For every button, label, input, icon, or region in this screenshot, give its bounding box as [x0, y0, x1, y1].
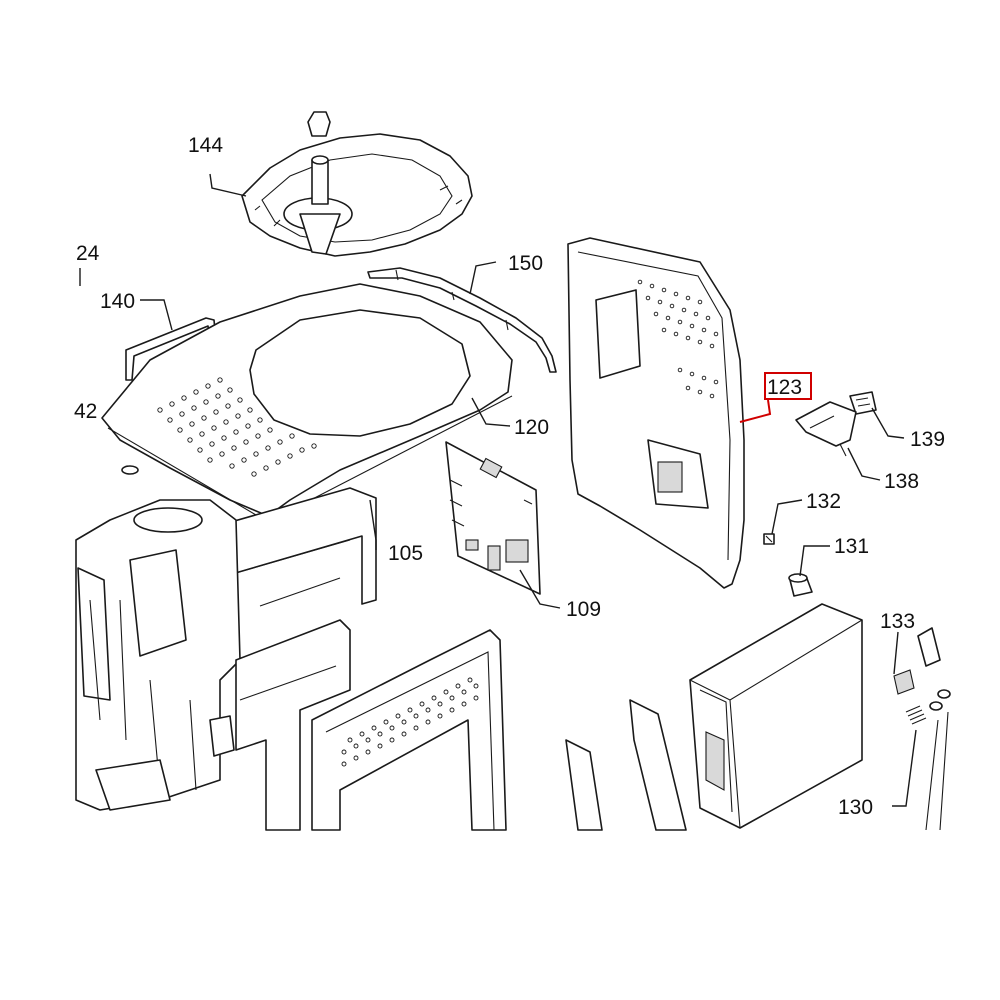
part-144-round-cover[interactable]: [241, 111, 473, 257]
callout-130: 130: [838, 796, 873, 819]
callout-105: 105: [388, 542, 423, 565]
callout-109: 109: [566, 598, 601, 621]
callout-123: 123: [767, 376, 802, 399]
callout-131: 131: [834, 535, 869, 558]
callout-123-highlight-box: [764, 372, 812, 400]
leader-lines: [79, 173, 917, 807]
part-139-connector[interactable]: [849, 391, 877, 415]
part-water-tank[interactable]: [689, 603, 863, 829]
part-120-top-plate[interactable]: [101, 283, 513, 523]
callout-132: 132: [806, 490, 841, 513]
callout-139: 139: [910, 428, 945, 451]
callout-150: 150: [508, 252, 543, 275]
callout-133: 133: [880, 610, 915, 633]
part-main-chassis[interactable]: [75, 465, 241, 811]
part-131-knob[interactable]: [788, 573, 813, 597]
callout-138: 138: [884, 470, 919, 493]
part-109-pcb[interactable]: [445, 441, 541, 595]
callout-120: 120: [514, 416, 549, 439]
part-lower-frame[interactable]: [235, 619, 351, 831]
part-front-grille[interactable]: [311, 629, 507, 831]
callout-42: 42: [74, 400, 97, 423]
part-130-spring[interactable]: [905, 689, 951, 831]
callout-labels: 144 24 150 140 123 42 120 139 138 132 13…: [74, 134, 945, 819]
callout-140: 140: [100, 290, 135, 313]
part-right-rail[interactable]: [565, 699, 687, 831]
callout-24: 24: [76, 242, 100, 265]
callout-144: 144: [188, 134, 223, 157]
part-150-trim-strip[interactable]: [367, 267, 557, 373]
part-123-side-panel[interactable]: [567, 237, 745, 589]
part-138-bracket[interactable]: [795, 401, 857, 457]
part-132-screw[interactable]: [763, 533, 775, 545]
part-133-label[interactable]: [893, 627, 941, 695]
